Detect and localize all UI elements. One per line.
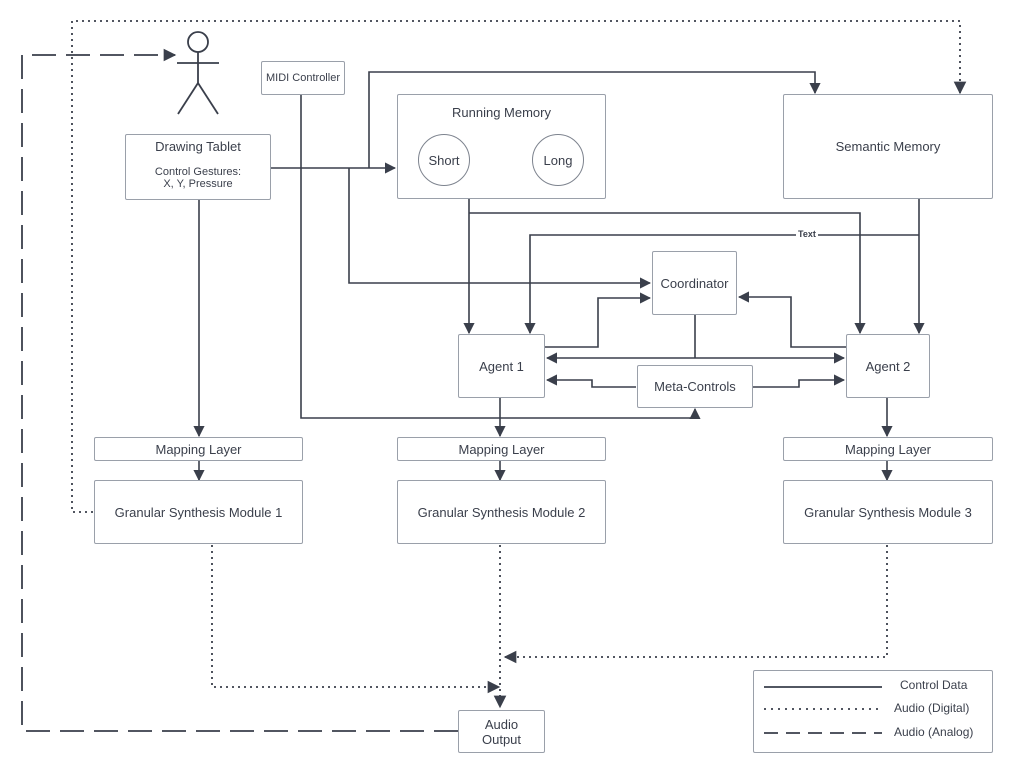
- legend-box: [753, 670, 993, 753]
- gsm2-label: Granular Synthesis Module 2: [417, 504, 586, 520]
- edge-tablet-to-coordinator: [348, 168, 652, 289]
- edge-label-text: Text: [796, 229, 818, 239]
- mapping-layer-2-box: Mapping Layer: [397, 437, 606, 461]
- drawing-tablet-title: Drawing Tablet: [155, 139, 241, 154]
- drawing-tablet-subtitle-2: X, Y, Pressure: [163, 178, 233, 190]
- user-icon: [177, 31, 219, 115]
- granular-synthesis-module-2-box: Granular Synthesis Module 2: [397, 480, 606, 544]
- mapping-layer-2-label: Mapping Layer: [458, 441, 545, 457]
- legend-analog-label: Audio (Analog): [894, 725, 974, 739]
- coordinator-box: Coordinator: [652, 251, 737, 315]
- drawing-tablet-box: Drawing Tablet Control Gestures: X, Y, P…: [125, 134, 271, 200]
- edge-gsm1-to-audio-output: [211, 545, 501, 694]
- edge-gsm3-to-audio-output: [503, 545, 888, 664]
- mapping-layer-1-box: Mapping Layer: [94, 437, 303, 461]
- edge-agent1-to-coordinator: [545, 292, 652, 348]
- long-memory-circle: Long: [532, 134, 584, 186]
- meta-controls-box: Meta-Controls: [637, 365, 753, 408]
- agent1-box: Agent 1: [458, 334, 545, 398]
- drawing-tablet-subtitle-1: Control Gestures:: [154, 166, 242, 178]
- running-memory-box: Running Memory Short Long: [397, 94, 606, 199]
- agent2-box: Agent 2: [846, 334, 930, 398]
- edge-tablet-to-semantic-memory: [368, 71, 821, 168]
- audio-output-label-1: Audio: [484, 716, 519, 732]
- granular-synthesis-module-1-box: Granular Synthesis Module 1: [94, 480, 303, 544]
- edge-meta-to-agent1: [545, 374, 636, 388]
- short-memory-label: Short: [428, 152, 460, 168]
- legend-digital-label: Audio (Digital): [894, 701, 970, 715]
- edge-audio-output-to-user: [21, 48, 458, 732]
- midi-controller-label: MIDI Controller: [266, 72, 340, 84]
- edge-semantic-text-to-agent1: [524, 234, 919, 335]
- semantic-memory-label: Semantic Memory: [835, 139, 941, 154]
- long-memory-label: Long: [543, 152, 573, 168]
- mapping-layer-1-label: Mapping Layer: [155, 441, 242, 457]
- edge-running-to-agent2: [469, 212, 866, 335]
- audio-output-box: Audio Output: [458, 710, 545, 753]
- granular-synthesis-module-3-box: Granular Synthesis Module 3: [783, 480, 993, 544]
- edge-meta-to-agent2: [753, 374, 846, 388]
- mapping-layer-3-label: Mapping Layer: [845, 441, 931, 457]
- edge-midi-to-meta: [300, 95, 701, 420]
- edge-gsm1-to-semantic-memory: [71, 20, 967, 513]
- mapping-layer-3-box: Mapping Layer: [783, 437, 993, 461]
- semantic-memory-box: Semantic Memory: [783, 94, 993, 199]
- meta-controls-label: Meta-Controls: [654, 379, 736, 394]
- gsm1-label: Granular Synthesis Module 1: [114, 504, 283, 520]
- audio-output-label-2: Output: [481, 731, 522, 747]
- agent2-label: Agent 2: [865, 358, 911, 374]
- short-memory-circle: Short: [418, 134, 470, 186]
- agent1-label: Agent 1: [479, 358, 524, 374]
- coordinator-label: Coordinator: [660, 275, 729, 291]
- legend-control-label: Control Data: [900, 678, 968, 692]
- gsm3-label: Granular Synthesis Module 3: [804, 504, 972, 520]
- edge-agent2-to-coordinator: [737, 291, 846, 348]
- midi-controller-box: MIDI Controller: [261, 61, 345, 95]
- running-memory-title: Running Memory: [452, 105, 551, 120]
